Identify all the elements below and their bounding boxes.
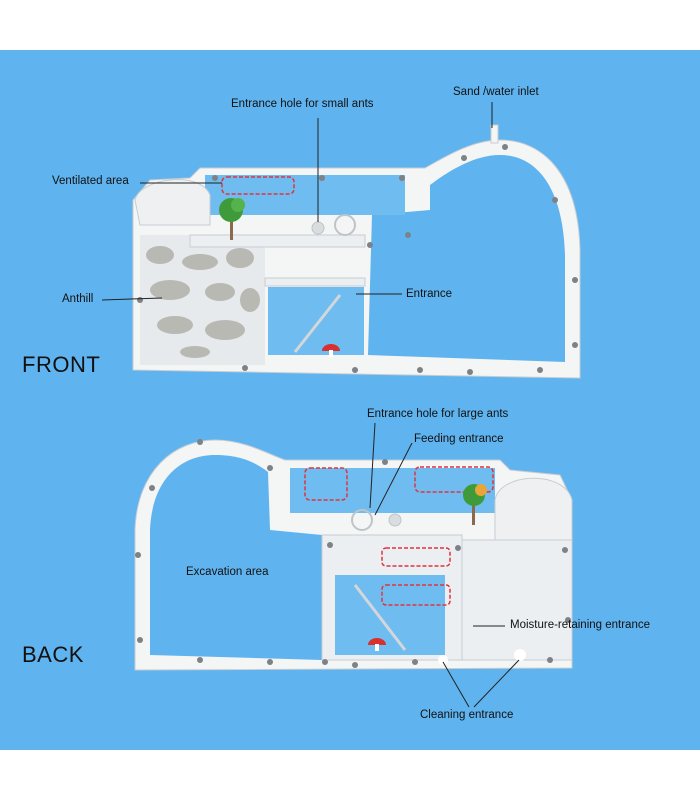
back-mid-window <box>335 575 445 655</box>
callout-feeding-entrance: Feeding entrance <box>414 433 504 445</box>
front-inlet-tube <box>490 124 499 144</box>
front-mushroom <box>322 344 340 357</box>
callout-entrance: Entrance <box>406 288 453 300</box>
back-top-window <box>290 468 495 513</box>
front-entrance-bar <box>264 277 366 287</box>
front-tree <box>219 198 245 240</box>
back-ant-farm <box>134 439 573 671</box>
callout-anthill: Anthill <box>62 293 94 305</box>
front-view-label: FRONT <box>22 352 101 377</box>
back-tree <box>463 484 487 525</box>
back-stairs <box>353 584 407 651</box>
front-stairs <box>293 294 342 353</box>
front-arch-window <box>368 155 565 362</box>
back-cleaning-hole-1 <box>438 655 448 665</box>
front-ventilated-box <box>221 176 295 195</box>
front-lower-window <box>268 287 364 355</box>
back-feeding-box <box>414 466 494 493</box>
front-hole-2 <box>334 214 356 236</box>
callout-sand-water-inlet: Sand /water inlet <box>453 86 539 98</box>
back-mushroom <box>368 638 386 651</box>
callout-lines <box>101 102 520 708</box>
back-view-label: BACK <box>22 642 84 667</box>
back-screws <box>135 439 571 668</box>
front-house-shape <box>134 179 211 226</box>
back-hole-2 <box>388 513 402 527</box>
front-ant-farm <box>132 124 581 379</box>
callout-moisture-entrance: Moisture-retaining entrance <box>510 619 650 631</box>
back-excavation-window <box>150 455 322 660</box>
front-hole-1 <box>311 221 325 235</box>
callout-entrance-large: Entrance hole for large ants <box>367 408 509 420</box>
callout-entrance-small: Entrance hole for small ants <box>231 98 374 110</box>
back-cleaning-hole-2 <box>514 649 526 661</box>
back-right-block <box>461 539 573 661</box>
front-ledge <box>189 234 366 248</box>
back-entrance-large-box <box>304 467 348 501</box>
callout-ventilated-area: Ventilated area <box>52 175 129 187</box>
callout-cleaning-entrance: Cleaning entrance <box>420 709 514 721</box>
back-mid-box-2 <box>381 584 451 606</box>
back-house-shape <box>494 477 573 541</box>
back-hole-1 <box>351 509 373 531</box>
anthill-tunnels <box>146 246 260 358</box>
back-mid-box-1 <box>381 547 451 567</box>
callout-excavation-area: Excavation area <box>186 566 269 578</box>
